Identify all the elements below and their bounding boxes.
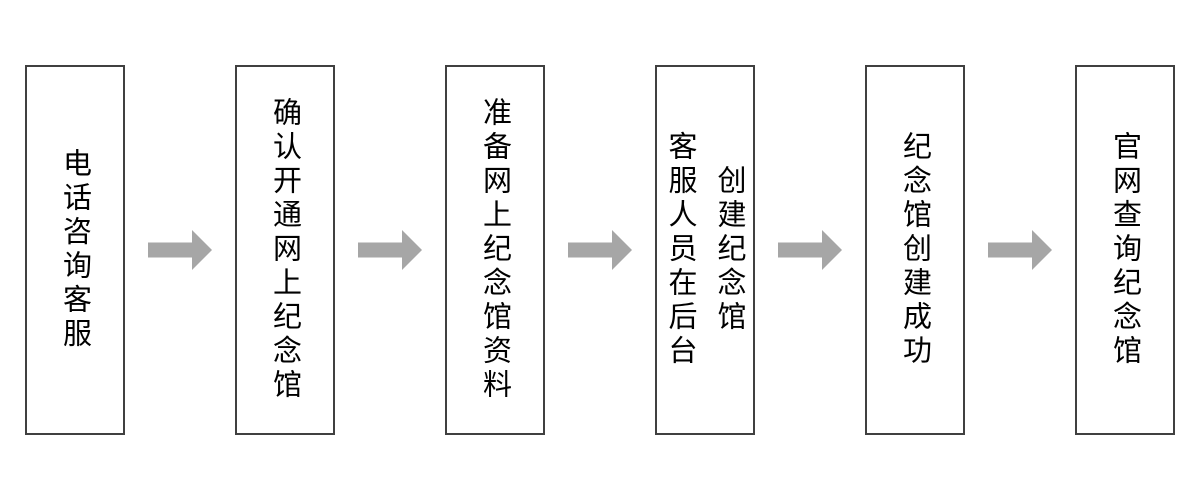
step-label-column-1: 客服人员在后台 <box>664 131 698 369</box>
step-box-confirm-open: 确认开通网上纪念馆 <box>235 65 335 435</box>
step-box-phone-consult: 电话咨询客服 <box>25 65 125 435</box>
flow-arrow-5 <box>965 65 1075 435</box>
right-arrow-icon <box>568 230 632 270</box>
right-arrow-icon <box>358 230 422 270</box>
step-box-prepare-materials: 准备网上纪念馆资料 <box>445 65 545 435</box>
step-label: 纪念馆创建成功 <box>898 131 933 369</box>
step-label: 确认开通网上纪念馆 <box>268 97 303 403</box>
step-label: 准备网上纪念馆资料 <box>478 97 513 403</box>
right-arrow-icon <box>988 230 1052 270</box>
right-arrow-icon <box>148 230 212 270</box>
step-label: 电话咨询客服 <box>58 148 93 352</box>
step-label: 官网查询纪念馆 <box>1108 131 1143 369</box>
flow-arrow-1 <box>125 65 235 435</box>
step-box-create-success: 纪念馆创建成功 <box>865 65 965 435</box>
step-box-backend-create: 客服人员在后台 创建纪念馆 <box>655 65 755 435</box>
flow-arrow-4 <box>755 65 865 435</box>
flow-arrow-3 <box>545 65 655 435</box>
step-box-official-site-lookup: 官网查询纪念馆 <box>1075 65 1175 435</box>
right-arrow-icon <box>778 230 842 270</box>
step-label-column-2: 创建纪念馆 <box>713 165 747 335</box>
flow-arrow-2 <box>335 65 445 435</box>
